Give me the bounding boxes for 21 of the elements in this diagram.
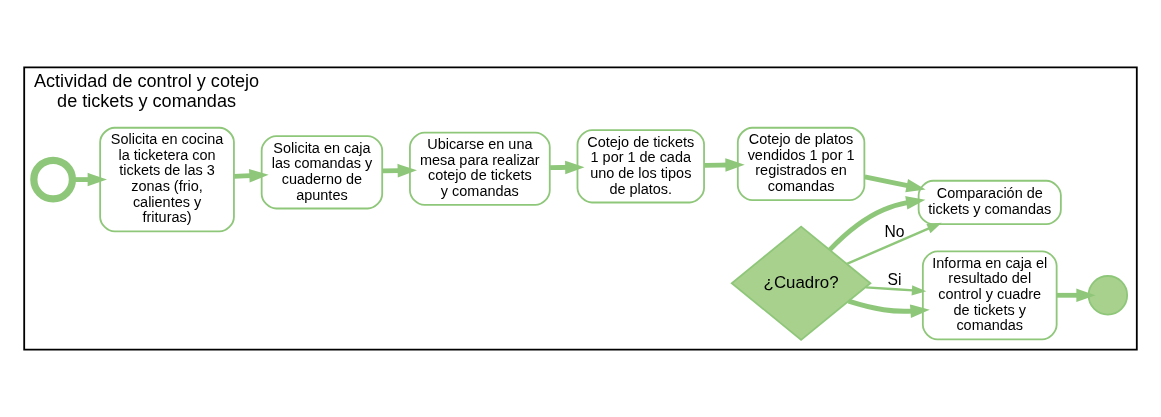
node-circle xyxy=(30,156,77,203)
node-circle xyxy=(1087,275,1129,316)
node-box: Solicita en cocina la ticketera con tickets de las 3 zonas (frio, calientes y frituras) xyxy=(99,126,235,233)
arrow xyxy=(704,158,745,172)
arrow xyxy=(864,174,926,193)
node-box: Informa en caja el resultado del control y cuadre de tickets y comandas xyxy=(921,250,1058,341)
node-box: Solicita en caja las comandas y cuaderno de apuntes xyxy=(260,135,384,210)
node-box: Cotejo de tickets 1 por 1 de cada uno de los tipos de platos. xyxy=(576,129,705,204)
node-box: Ubicarse en una mesa para realizar cotejo de tickets y comandas xyxy=(409,131,551,206)
arrow xyxy=(865,285,927,296)
node-box: Cotejo de platos vendidos 1 por 1 registrados en comandas xyxy=(736,126,866,201)
node-diamond: ¿Cuadro? xyxy=(730,225,872,342)
edge-label: No xyxy=(884,222,905,240)
edge-label: Si xyxy=(887,270,902,288)
arrow xyxy=(1056,288,1096,303)
arrow xyxy=(382,163,417,178)
arrow xyxy=(847,298,930,318)
node-box: Comparación de tickets y comandas xyxy=(917,179,1062,226)
arrow xyxy=(72,172,107,187)
arrow xyxy=(846,222,942,265)
arrow xyxy=(828,196,926,252)
